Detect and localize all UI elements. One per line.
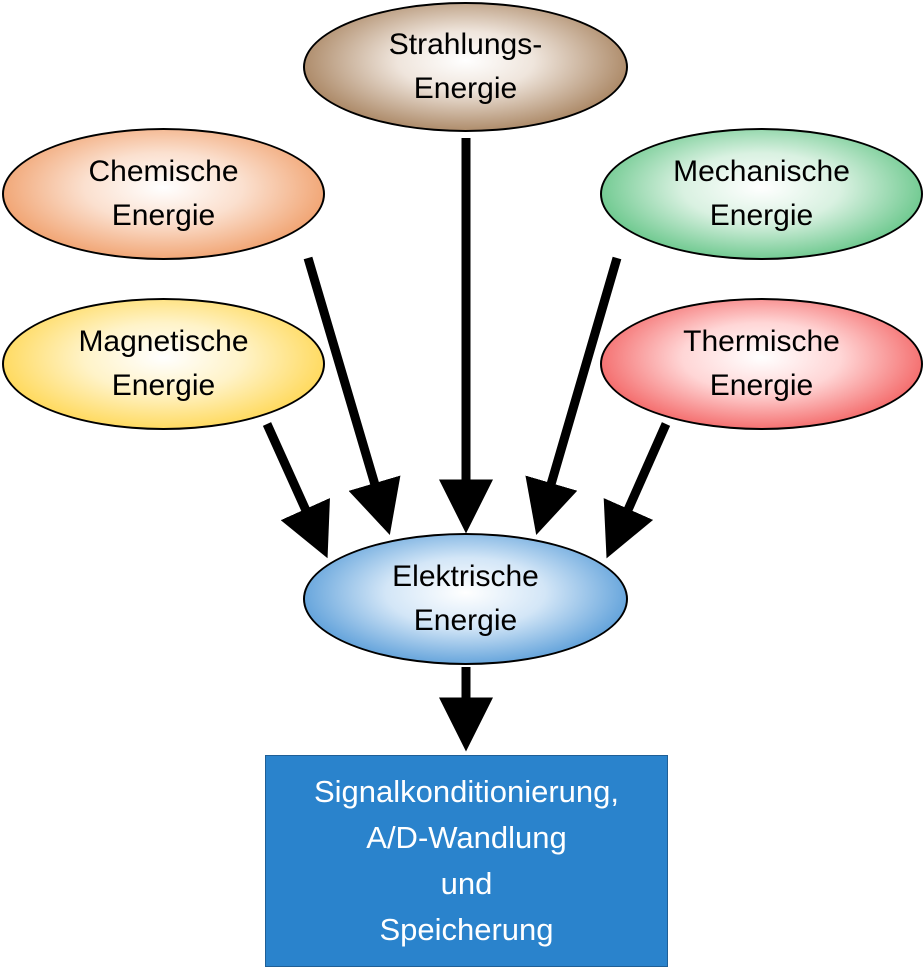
node-label-line2: Energie	[413, 72, 518, 105]
output-label-line3: und	[440, 866, 493, 901]
arrow-magnetisch-to-elektrisch	[262, 422, 330, 559]
node-mechanische-energie: Mechanische Energie	[600, 128, 923, 260]
output-label-line1: Signalkonditionierung,	[313, 774, 620, 809]
node-thermische-energie: Thermische Energie	[600, 298, 923, 430]
arrow-chemisch-to-elektrisch	[303, 256, 401, 535]
node-label-line1: Magnetische	[78, 325, 249, 358]
output-box-signalkonditionierung: Signalkonditionierung, A/D-Wandlung und …	[265, 755, 668, 967]
node-elektrische-energie: Elektrische Energie	[303, 533, 628, 665]
output-label-line2: A/D-Wandlung	[366, 820, 567, 855]
node-label-line1: Mechanische	[673, 155, 850, 188]
node-label-line1: Elektrische	[392, 560, 539, 593]
node-label-line1: Strahlungs-	[388, 28, 543, 61]
node-label-line1: Chemische	[88, 155, 239, 188]
node-label-line1: Thermische	[683, 325, 840, 358]
node-label-line2: Energie	[709, 199, 814, 232]
node-label-line2: Energie	[111, 369, 216, 402]
arrow-mechanisch-to-elektrisch	[525, 256, 622, 535]
node-label-line2: Energie	[111, 199, 216, 232]
node-label-line2: Energie	[709, 369, 814, 402]
node-label-line2: Energie	[413, 604, 518, 637]
arrow-thermisch-to-elektrisch	[603, 422, 671, 559]
node-magnetische-energie: Magnetische Energie	[2, 298, 325, 430]
output-label-line4: Speicherung	[379, 912, 554, 947]
node-chemische-energie: Chemische Energie	[2, 128, 325, 260]
node-strahlungs-energie: Strahlungs- Energie	[303, 2, 628, 132]
